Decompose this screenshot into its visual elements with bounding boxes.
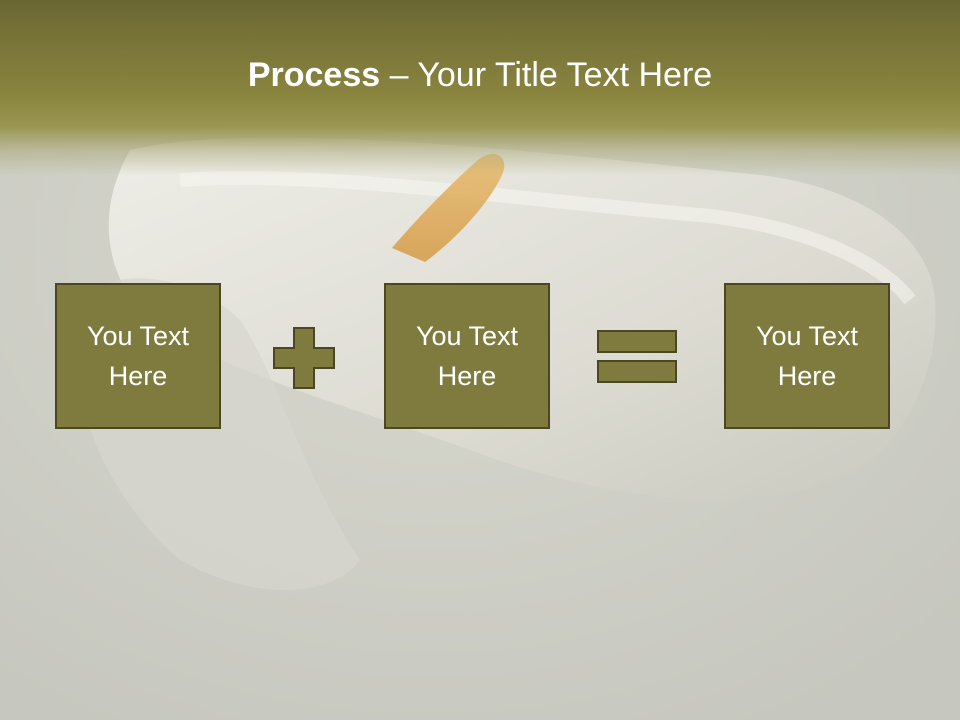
process-box-2[interactable]: You Text Here bbox=[384, 283, 550, 429]
slide-title: Process – Your Title Text Here bbox=[0, 52, 960, 98]
process-box-3[interactable]: You Text Here bbox=[724, 283, 890, 429]
process-box-3-text: You Text Here bbox=[755, 321, 859, 391]
process-box-1[interactable]: You Text Here bbox=[55, 283, 221, 429]
plus-icon bbox=[273, 327, 335, 389]
equals-icon bbox=[597, 330, 677, 383]
slide-title-rest: – Your Title Text Here bbox=[380, 56, 713, 94]
process-box-2-text: You Text Here bbox=[415, 321, 519, 391]
header-band bbox=[0, 0, 960, 175]
process-box-1-text: You Text Here bbox=[86, 321, 190, 391]
slide-title-bold: Process bbox=[247, 56, 381, 94]
